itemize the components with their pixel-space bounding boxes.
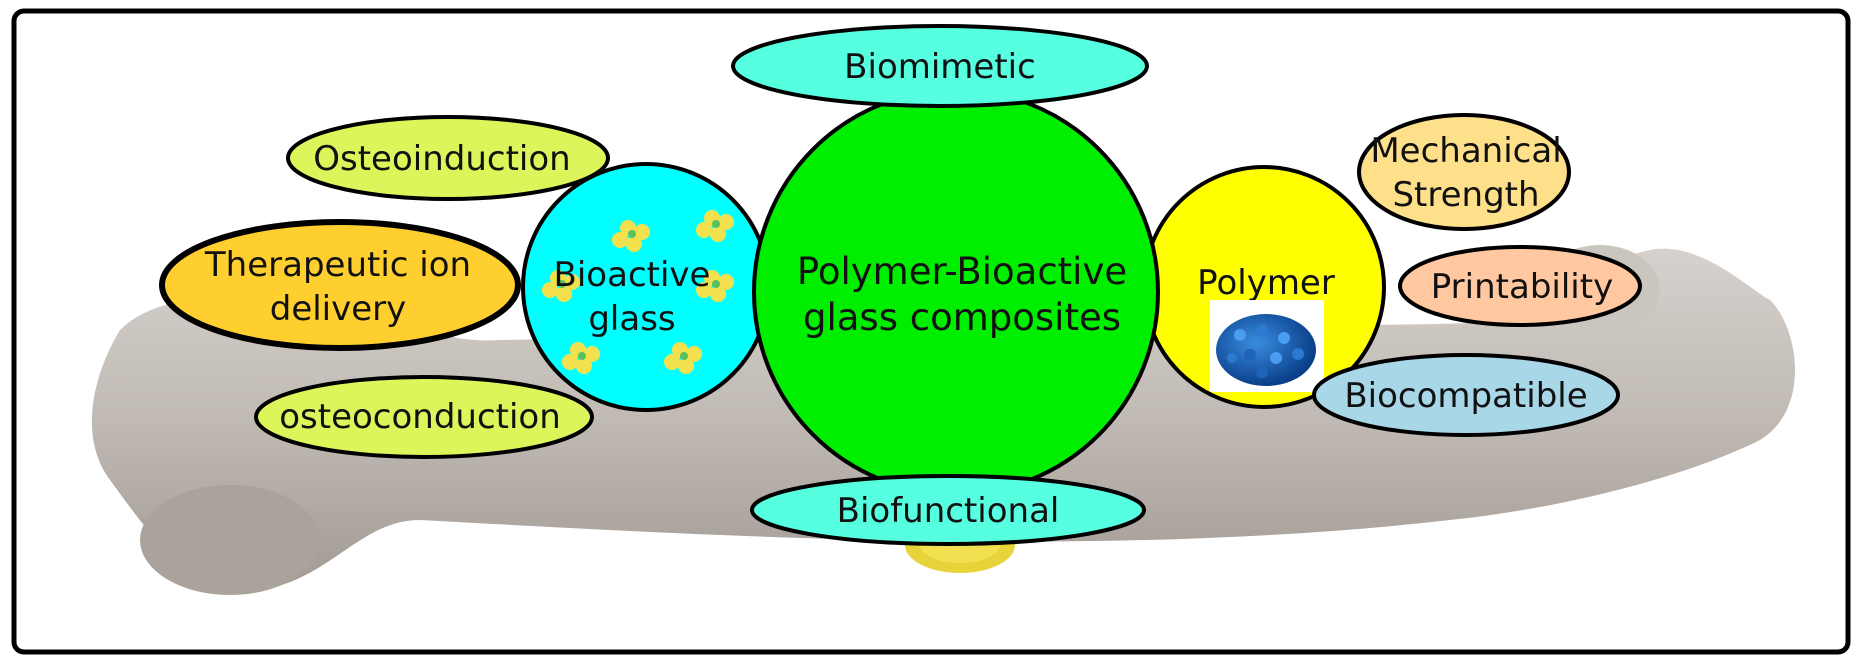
composite-label-1: Polymer-Bioactive: [797, 250, 1127, 293]
bioactive-glass-node: Bioactive glass: [521, 162, 771, 412]
composite-label-2: glass composites: [803, 296, 1121, 339]
biofunctional-node: Biofunctional: [750, 474, 1146, 546]
polymer-label: Polymer: [1197, 263, 1335, 303]
mechanical-label-1: Mechanical: [1370, 131, 1561, 171]
bioactive-glass-label-2: glass: [588, 299, 675, 339]
polymer-node: Polymer: [1142, 165, 1386, 409]
osteoinduction-node: Osteoinduction: [286, 115, 610, 201]
mechanical-label-2: Strength: [1392, 175, 1539, 215]
biomimetic-node: Biomimetic: [731, 24, 1149, 108]
biomimetic-label: Biomimetic: [844, 47, 1036, 87]
printability-label: Printability: [1431, 267, 1613, 307]
outer-frame: [11, 8, 1851, 655]
biofunctional-label: Biofunctional: [837, 491, 1060, 531]
therapeutic-ion-node: Therapeutic ion delivery: [159, 219, 521, 351]
biocompatible-label: Biocompatible: [1344, 376, 1587, 416]
therapeutic-label-1: Therapeutic ion: [204, 245, 471, 285]
osteoconduction-node: osteoconduction: [254, 375, 594, 459]
biocompatible-node: Biocompatible: [1312, 353, 1620, 437]
glass-particles-icon: [542, 210, 734, 374]
osteoconduction-label: osteoconduction: [279, 397, 561, 437]
printability-node: Printability: [1398, 245, 1642, 327]
composite-node: Polymer-Bioactive glass composites: [752, 88, 1160, 496]
therapeutic-label-2: delivery: [270, 289, 407, 329]
osteoinduction-label: Osteoinduction: [313, 139, 570, 179]
mechanical-strength-node: Mechanical Strength: [1357, 113, 1571, 231]
polymer-pellets-icon: [1210, 300, 1324, 392]
bioactive-glass-label-1: Bioactive: [554, 255, 711, 295]
